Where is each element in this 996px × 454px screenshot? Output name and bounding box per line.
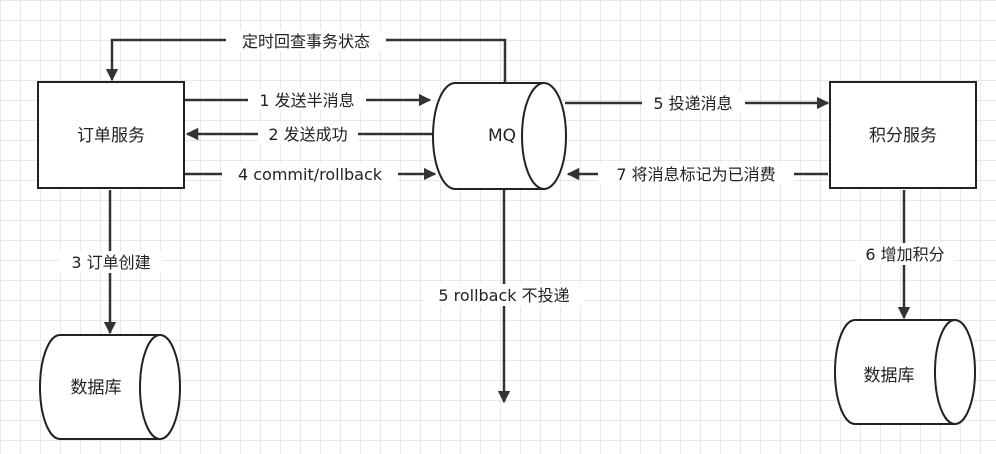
db-right-label: 数据库: [864, 366, 915, 386]
edge-send-half-label: 1 发送半消息: [259, 91, 354, 110]
edge-commit-rollback-label: 4 commit/rollback: [238, 165, 383, 184]
db-left-label: 数据库: [71, 378, 122, 398]
edge-create-order-label: 3 订单创建: [71, 253, 150, 272]
edge-check-tx-label: 定时回查事务状态: [242, 32, 370, 51]
order-service-node: 订单服务: [37, 81, 185, 189]
mq-node: MQ: [432, 82, 567, 190]
mq-label: MQ: [488, 126, 516, 146]
points-service-node: 积分服务: [829, 81, 977, 189]
points-service-label: 积分服务: [869, 126, 937, 146]
edge-deliver-label: 5 投递消息: [653, 94, 732, 113]
edge-mark-consumed-label: 7 将消息标记为已消费: [616, 165, 775, 184]
db-left-node: 数据库: [39, 334, 181, 440]
edge-send-ok-label: 2 发送成功: [268, 125, 347, 144]
edge-rollback-no-deliver-label: 5 rollback 不投递: [438, 286, 569, 305]
order-service-label: 订单服务: [77, 126, 145, 146]
edge-add-points-label: 6 增加积分: [865, 245, 944, 264]
db-right-node: 数据库: [834, 319, 976, 425]
